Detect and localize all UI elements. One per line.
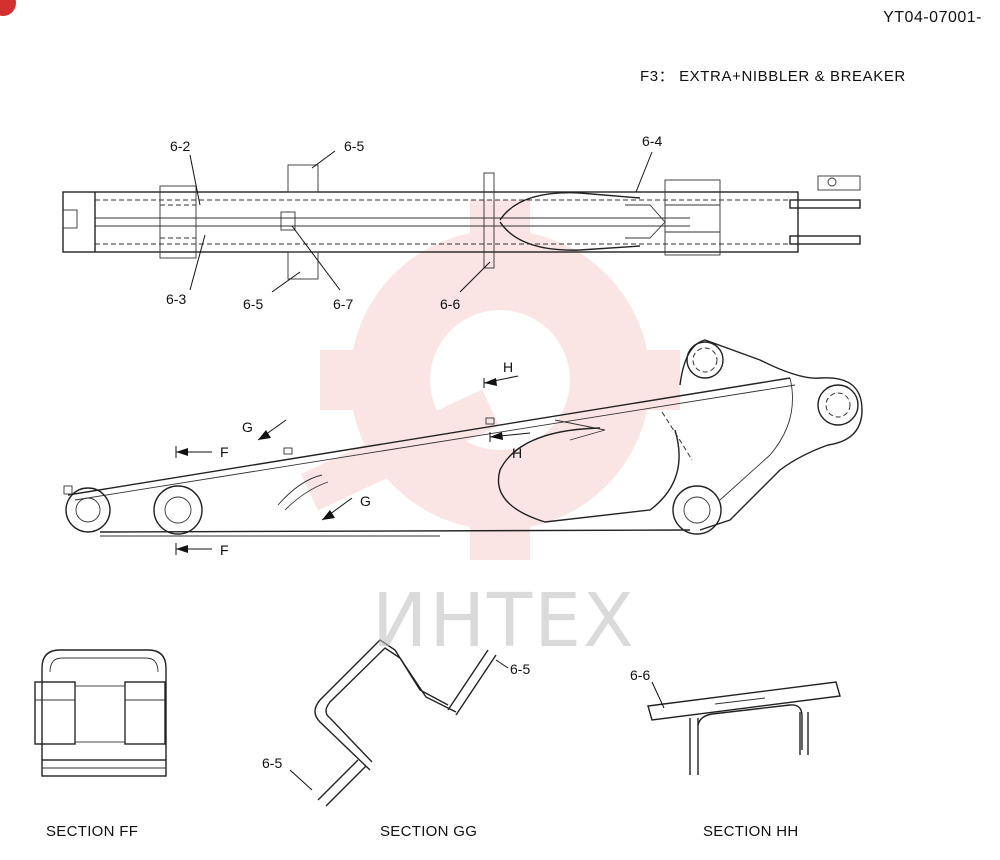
- callout-6-5-top: 6-5: [344, 138, 364, 154]
- document-code: YT04-07001-: [883, 9, 982, 26]
- callout-6-3: 6-3: [166, 291, 186, 307]
- section-hh-drawing: [647, 681, 841, 775]
- section-mark-h-upper: H: [503, 359, 513, 375]
- gg-callout-6-5-upper: 6-5: [510, 661, 530, 677]
- section-gg-drawing: [289, 639, 509, 807]
- section-mark-f-upper: F: [220, 444, 229, 460]
- boom-top-view: [62, 164, 861, 280]
- boom-side-view: [63, 339, 863, 537]
- section-mark-g-upper: G: [242, 419, 253, 435]
- callout-6-7: 6-7: [333, 296, 353, 312]
- section-ff-label: SECTION FF: [46, 823, 139, 840]
- callout-6-5-bottom: 6-5: [243, 296, 263, 312]
- variant-title: F3： EXTRA+NIBBLER & BREAKER: [640, 68, 906, 85]
- corner-badge: [0, 0, 16, 16]
- section-gg-label: SECTION GG: [380, 823, 478, 840]
- callout-6-4: 6-4: [642, 133, 662, 149]
- section-ff-drawing: [34, 649, 167, 777]
- hh-callout-6-6: 6-6: [630, 667, 650, 683]
- section-mark-f-lower: F: [220, 542, 229, 558]
- section-hh-label: SECTION HH: [703, 823, 799, 840]
- gg-callout-6-5-lower: 6-5: [262, 755, 282, 771]
- watermark-text: ИНТЕХ: [372, 578, 636, 664]
- watermark-gear-logo: [300, 200, 680, 560]
- callout-6-2: 6-2: [170, 138, 190, 154]
- section-mark-h-lower: H: [512, 445, 522, 461]
- section-mark-g-lower: G: [360, 493, 371, 509]
- top-view-leaders: [189, 150, 653, 293]
- callout-6-6: 6-6: [440, 296, 460, 312]
- section-cut-markers: [175, 375, 531, 555]
